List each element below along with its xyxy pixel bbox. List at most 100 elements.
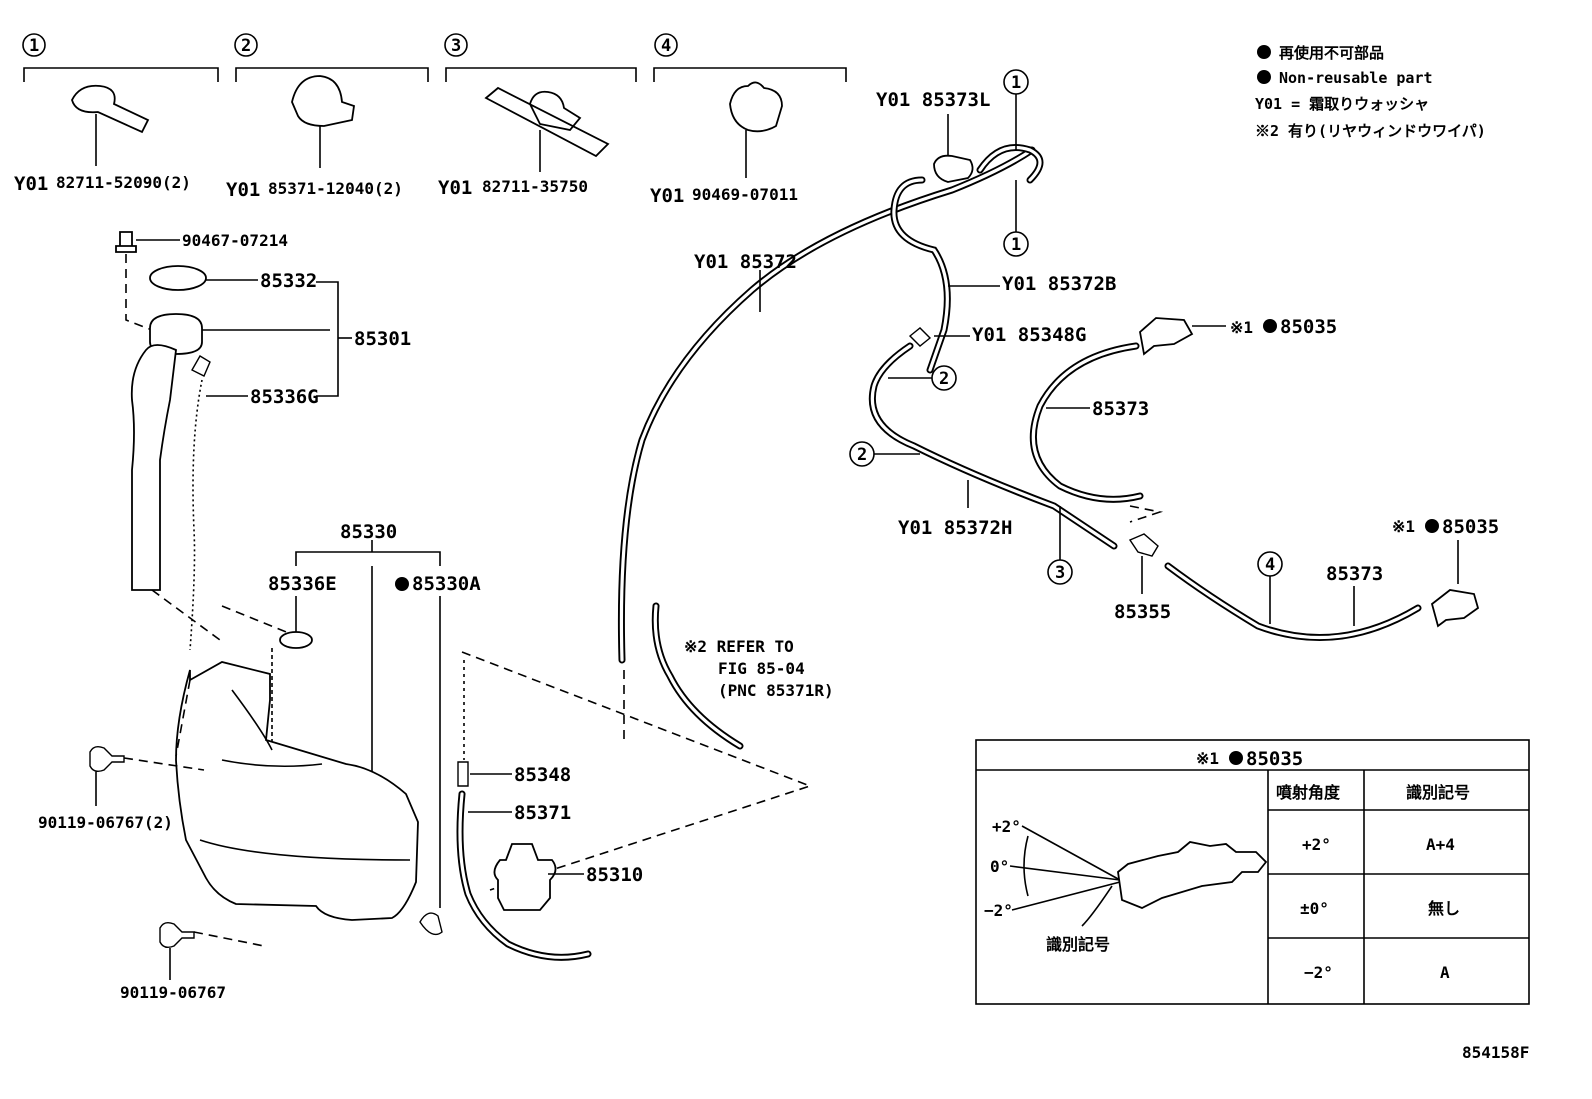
hose-85373L-label: Y01 85373L xyxy=(876,89,990,111)
angle-zero-label: 0° xyxy=(990,857,1009,876)
row-2-mark: 無し xyxy=(1428,899,1460,918)
washer-pump xyxy=(493,843,557,911)
joint-85348-label: 85348 xyxy=(514,764,571,786)
nozzle-lower-label: 85035 xyxy=(1442,516,1499,538)
table-title-mark: ※1 xyxy=(1196,749,1219,768)
legend: 再使用不可部品 Non-reusable part Y01 = 霜取りウォッシャ… xyxy=(1255,44,1486,140)
tank-label: 85330 xyxy=(340,521,397,543)
grommet-85336E-label: 85336E xyxy=(268,573,337,595)
grommet-85330A-label: 85330A xyxy=(412,573,481,595)
col-header-angle: 噴射角度 xyxy=(1276,783,1341,802)
nozzle-85373L xyxy=(933,154,974,183)
circle-2a: 2 xyxy=(939,369,949,389)
clip-group-4: 4 Y01 90469-07011 xyxy=(650,33,847,207)
clip-1-image xyxy=(71,84,150,134)
hose-85372-label: Y01 85372 xyxy=(694,251,797,273)
non-reusable-dot-icon xyxy=(1229,751,1243,765)
bolt-90467-label: 90467-07214 xyxy=(182,231,288,250)
circle-2b: 2 xyxy=(857,445,867,465)
clip-3-image xyxy=(484,86,610,158)
ident-mark-label: 識別記号 xyxy=(1046,935,1110,954)
clip-2-image xyxy=(291,75,355,127)
table-title-part: 85035 xyxy=(1246,748,1303,770)
non-reusable-dot-icon xyxy=(1257,70,1271,84)
angle-minus-label: −2° xyxy=(984,901,1013,920)
joint-85348G xyxy=(908,327,932,347)
clip-2-number: 2 xyxy=(241,36,251,56)
figure-id: 854158F xyxy=(1462,1043,1529,1062)
joint-85355 xyxy=(1128,533,1159,557)
nozzle-85035-upper xyxy=(1139,317,1194,356)
nozzle-upper-label: 85035 xyxy=(1280,316,1337,338)
hose-85373-lower-label: 85373 xyxy=(1326,563,1383,585)
clip-group-1: 1 Y01 82711-52090(2) xyxy=(14,33,219,195)
row-1-angle: +2° xyxy=(1302,835,1331,854)
non-reusable-dot-icon xyxy=(395,577,409,591)
clip-4-image xyxy=(729,81,783,133)
clip-group-3: 3 Y01 82711-35750 xyxy=(438,33,637,199)
circle-1b: 1 xyxy=(1011,235,1021,255)
refer-line-2: FIG 85-04 xyxy=(718,659,805,678)
clip-1-number: 1 xyxy=(29,36,39,56)
inner-cap-label: 85332 xyxy=(260,270,317,292)
circle-3: 3 xyxy=(1055,563,1065,583)
clip-group-2: 2 Y01 85371-12040(2) xyxy=(226,33,429,201)
clip-3-part-number: 82711-35750 xyxy=(482,177,588,196)
non-reusable-dot-icon xyxy=(1257,45,1271,59)
pump-assembly: 85348 85371 85310 xyxy=(456,651,813,961)
filler-assembly: 90467-07214 85332 85301 85336G xyxy=(115,231,411,651)
nozzle-85035-lower xyxy=(1430,589,1480,628)
bolt-90119-2-label: 90119-06767(2) xyxy=(38,813,173,832)
level-gauge xyxy=(191,355,211,377)
upper-nozzle-area: Y01 85373L 1 1 Y01 85372B Y01 85348G 2 2… xyxy=(849,69,1118,585)
row-3-angle: −2° xyxy=(1304,963,1333,982)
hose-85372B-label: Y01 85372B xyxy=(1002,273,1116,295)
circle-4: 4 xyxy=(1265,555,1275,575)
clip-3-prefix: Y01 xyxy=(438,177,472,199)
clip-1-prefix: Y01 xyxy=(14,173,48,195)
clip-4-prefix: Y01 xyxy=(650,185,684,207)
clip-4-number: 4 xyxy=(661,36,671,56)
pump-85310-label: 85310 xyxy=(586,864,643,886)
grommet-85336E xyxy=(279,631,313,649)
filler-neck xyxy=(130,344,177,591)
joint-85348G-label: Y01 85348G xyxy=(972,324,1086,346)
clip-3-number: 3 xyxy=(451,36,461,56)
joint-85355-label: 85355 xyxy=(1114,601,1171,623)
angle-plus-label: +2° xyxy=(992,817,1021,836)
washer-tank xyxy=(175,661,419,921)
nozzle-spec-table: ※1 85035 噴射角度 識別記号 +2° A+4 ±0° 無し −2° A … xyxy=(975,739,1530,1005)
clip-1-part-number: 82711-52090(2) xyxy=(56,173,191,192)
hose-85372: Y01 85372 ※2 REFER TO FIG 85-04 (PNC 853… xyxy=(617,146,1036,750)
right-nozzles: ※1 85035 85373 85355 4 85373 ※1 85035 xyxy=(1029,316,1499,641)
nozzle-upper-mark: ※1 xyxy=(1230,318,1253,337)
hose-85373-upper-label: 85373 xyxy=(1092,398,1149,420)
tank-assembly: 85330 85336E 85330A 90119-06767(2) 90119… xyxy=(38,521,481,1002)
legend-line-4: ※2 有り(リヤウィンドウワイパ) xyxy=(1255,122,1486,140)
inner-cap-85332 xyxy=(149,265,207,291)
hose-85372H-label: Y01 85372H xyxy=(898,517,1012,539)
legend-line-1: 再使用不可部品 xyxy=(1279,44,1384,62)
col-header-mark: 識別記号 xyxy=(1406,783,1470,802)
level-gauge-label: 85336G xyxy=(250,386,319,408)
circle-1a: 1 xyxy=(1011,73,1021,93)
row-1-mark: A+4 xyxy=(1426,835,1455,854)
nozzle-lower-mark: ※1 xyxy=(1392,517,1415,536)
legend-line-3: Y01 = 霜取りウォッシャ xyxy=(1255,95,1429,113)
clip-2-prefix: Y01 xyxy=(226,179,260,201)
nozzle-detail-image xyxy=(1117,841,1268,909)
refer-line-1: ※2 REFER TO xyxy=(684,637,794,656)
legend-line-2: Non-reusable part xyxy=(1279,69,1433,87)
joint-85348 xyxy=(457,761,469,787)
row-3-mark: A xyxy=(1440,963,1450,982)
bolt-90119-label: 90119-06767 xyxy=(120,983,226,1002)
non-reusable-dot-icon xyxy=(1425,519,1439,533)
hose-85371-label: 85371 xyxy=(514,802,571,824)
filler-assy-label: 85301 xyxy=(354,328,411,350)
clip-4-part-number: 90469-07011 xyxy=(692,185,798,204)
refer-line-3: (PNC 85371R) xyxy=(718,681,834,700)
non-reusable-dot-icon xyxy=(1263,319,1277,333)
clip-2-part-number: 85371-12040(2) xyxy=(268,179,403,198)
row-2-angle: ±0° xyxy=(1300,899,1329,918)
